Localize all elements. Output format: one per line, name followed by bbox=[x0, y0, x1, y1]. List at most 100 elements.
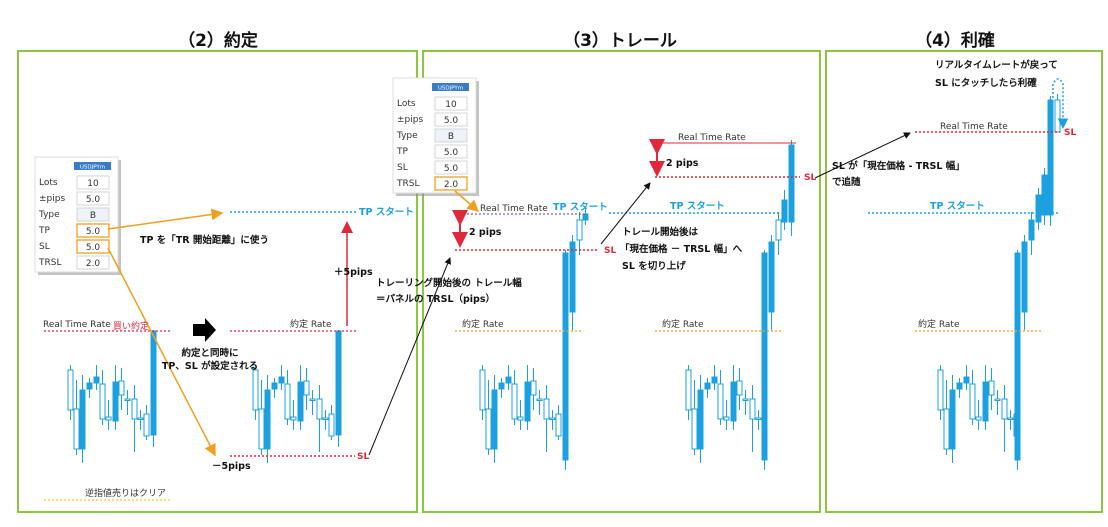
candle bbox=[86, 378, 93, 398]
candle bbox=[555, 405, 562, 440]
candle bbox=[1014, 250, 1021, 470]
set-at-fill-note-1: 約定と同時に bbox=[181, 347, 238, 359]
pointer-line bbox=[814, 132, 911, 179]
candle bbox=[284, 370, 291, 425]
field-value: 2.0 bbox=[86, 259, 101, 269]
field-value: 5.0 bbox=[86, 195, 101, 205]
candle bbox=[252, 365, 259, 420]
candle bbox=[956, 378, 963, 398]
fill-rate-label: 約定 Rate bbox=[462, 318, 504, 330]
candle bbox=[290, 400, 297, 430]
candle bbox=[969, 370, 976, 425]
candle bbox=[524, 365, 531, 430]
candle bbox=[1035, 188, 1042, 230]
panel-frame-fill bbox=[17, 50, 418, 513]
candle bbox=[1054, 94, 1061, 133]
candle bbox=[131, 385, 138, 452]
candle bbox=[258, 380, 265, 455]
candle bbox=[768, 235, 775, 330]
candle bbox=[278, 365, 285, 390]
field-lots-input[interactable] bbox=[76, 175, 110, 190]
trail-width-note-2: ＝パネルの TRSL（pips） bbox=[376, 293, 495, 305]
stop-cleared-label: 逆指値売りはクリア bbox=[85, 487, 166, 499]
sl-label: SL bbox=[804, 173, 816, 183]
take-profit-note-2: SL にタッチしたら利確 bbox=[935, 77, 1037, 89]
field-type-input[interactable] bbox=[434, 128, 468, 143]
follow-note-1: SL が「現在価格 - TRSL 幅」 bbox=[832, 160, 965, 172]
title-trail: （3）トレール bbox=[563, 30, 677, 51]
tp-usage-note: TP を「TR 開始距離」に使う bbox=[140, 234, 269, 246]
candle bbox=[943, 380, 950, 455]
candle bbox=[781, 190, 788, 230]
field-value: 5.0 bbox=[444, 164, 459, 174]
candle bbox=[316, 385, 323, 452]
candle bbox=[1007, 410, 1014, 430]
field-pips-input[interactable] bbox=[434, 112, 468, 127]
candle bbox=[485, 380, 492, 455]
candlestick-charts bbox=[67, 94, 1061, 470]
candle bbox=[549, 410, 556, 430]
field-label: SL bbox=[397, 163, 408, 173]
candle bbox=[112, 365, 119, 430]
panel-frame-trail bbox=[422, 50, 821, 513]
field-label: TP bbox=[38, 226, 50, 236]
symbol-label: USDJPYm bbox=[80, 165, 105, 171]
field-value: 5.0 bbox=[444, 116, 459, 126]
candle bbox=[1041, 168, 1048, 225]
candle bbox=[498, 378, 505, 398]
pointer-line bbox=[600, 182, 651, 245]
fill-rate-label: 約定 Rate bbox=[662, 318, 704, 330]
candle bbox=[697, 375, 704, 463]
field-trsl-input[interactable] bbox=[76, 255, 110, 270]
symbol-label: USDJPYm bbox=[438, 86, 463, 92]
tp-start-label: TP スタート bbox=[359, 206, 414, 218]
tp-start-label: TP スタート bbox=[670, 200, 725, 212]
field-pips-input[interactable] bbox=[76, 191, 110, 206]
field-label: SL bbox=[39, 242, 50, 252]
field-lots-input[interactable] bbox=[434, 96, 468, 111]
trail-raise-note-3: SL を切り上げ bbox=[622, 260, 686, 272]
candle bbox=[105, 400, 112, 430]
field-value: 5.0 bbox=[86, 243, 101, 253]
candle bbox=[517, 400, 524, 430]
candle bbox=[79, 375, 86, 463]
symbol-header bbox=[432, 83, 469, 91]
sl-arrow bbox=[107, 247, 216, 457]
candle bbox=[982, 365, 989, 430]
candle bbox=[124, 390, 131, 415]
trail-raise-note-2: 「現在価格 － TRSL 幅」へ bbox=[620, 243, 743, 255]
field-trsl-input[interactable] bbox=[434, 176, 468, 191]
real-time-rate-label: Real Time Rate bbox=[940, 122, 1008, 132]
field-tp-input[interactable] bbox=[76, 223, 110, 238]
field-tp-input[interactable] bbox=[434, 144, 468, 159]
sl-label: SL bbox=[1064, 128, 1076, 138]
candle bbox=[73, 380, 80, 455]
field-value: 5.0 bbox=[86, 227, 101, 237]
symbol-header bbox=[74, 162, 111, 170]
candle bbox=[150, 330, 157, 447]
candle bbox=[704, 378, 711, 398]
candle bbox=[297, 365, 304, 430]
set-at-fill-note-2: TP、SL が設定される bbox=[162, 360, 258, 372]
follow-note-2: で追随 bbox=[832, 176, 861, 188]
tp-start-label: TP スタート bbox=[930, 200, 985, 212]
field-label: TP bbox=[396, 147, 408, 157]
field-sl-input[interactable] bbox=[76, 239, 110, 254]
candle bbox=[736, 368, 743, 410]
field-label: Type bbox=[38, 210, 60, 220]
field-sl-input[interactable] bbox=[434, 160, 468, 175]
candle bbox=[322, 410, 329, 430]
candle bbox=[788, 140, 795, 236]
field-value: 5.0 bbox=[444, 148, 459, 158]
candle bbox=[711, 365, 718, 390]
pointer-line bbox=[368, 257, 451, 456]
candle bbox=[723, 400, 730, 430]
field-type-input[interactable] bbox=[76, 207, 110, 222]
field-label: Type bbox=[396, 131, 418, 141]
candle bbox=[264, 375, 271, 463]
candle bbox=[1021, 235, 1028, 330]
candle bbox=[963, 365, 970, 390]
field-value: B bbox=[448, 132, 454, 142]
candle bbox=[99, 370, 106, 425]
